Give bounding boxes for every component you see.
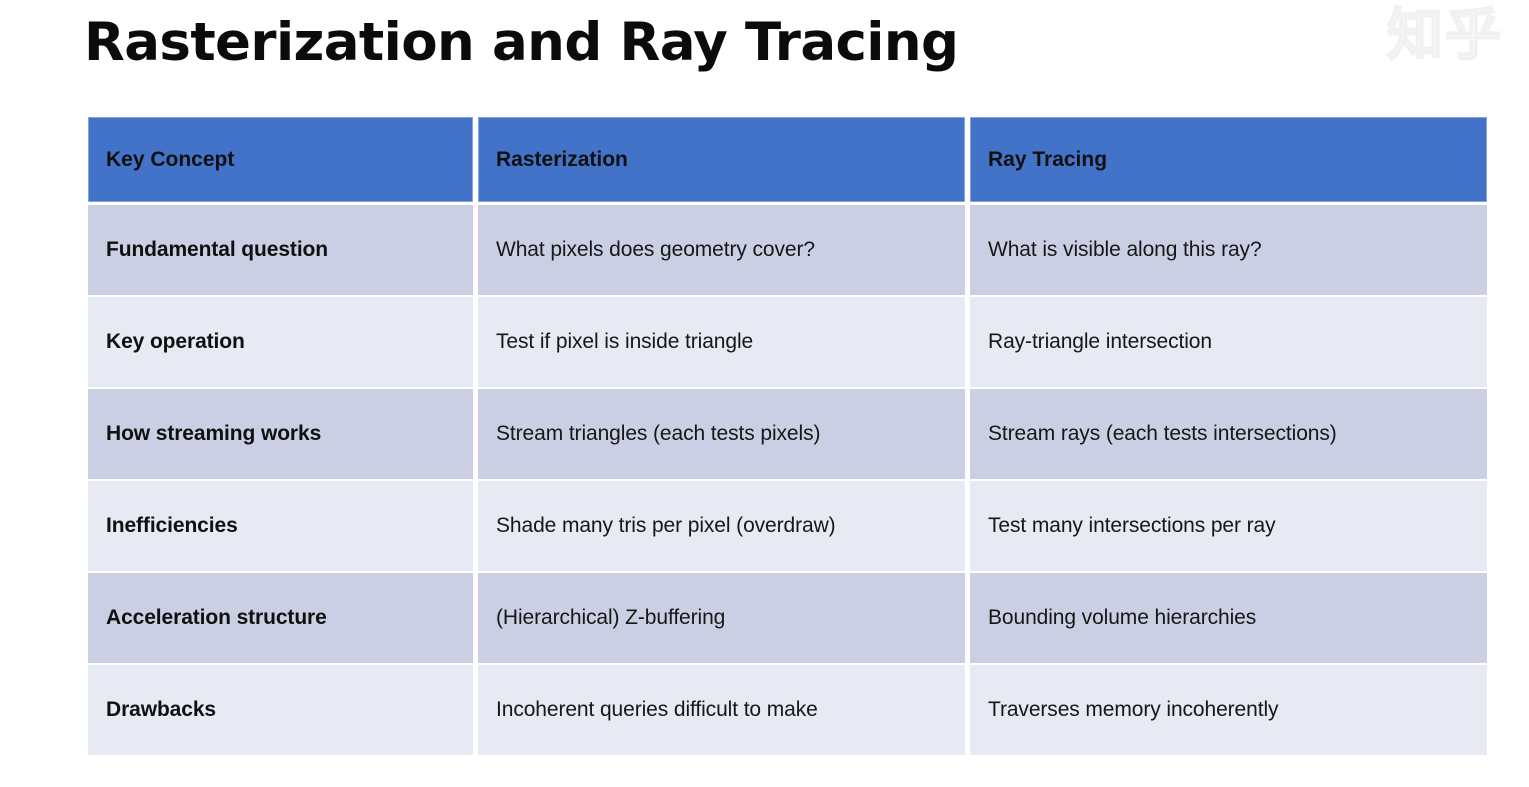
table-row: Acceleration structure (Hierarchical) Z-… xyxy=(88,573,1487,665)
comparison-table: Key Concept Rasterization Ray Tracing Fu… xyxy=(88,117,1487,757)
page-title: Rasterization and Ray Tracing xyxy=(84,12,959,73)
cell-key-concept: Fundamental question xyxy=(88,205,478,297)
cell-ray-tracing: Traverses memory incoherently xyxy=(970,665,1487,757)
cell-rasterization: Shade many tris per pixel (overdraw) xyxy=(478,481,970,573)
cell-ray-tracing: Stream rays (each tests intersections) xyxy=(970,389,1487,481)
cell-rasterization: Stream triangles (each tests pixels) xyxy=(478,389,970,481)
column-header-ray-tracing: Ray Tracing xyxy=(970,117,1487,205)
table-row: Inefficiencies Shade many tris per pixel… xyxy=(88,481,1487,573)
cell-key-concept: How streaming works xyxy=(88,389,478,481)
cell-rasterization: Test if pixel is inside triangle xyxy=(478,297,970,389)
zhihu-watermark: 知乎 xyxy=(1386,3,1503,68)
cell-key-concept: Drawbacks xyxy=(88,665,478,757)
table-body: Fundamental question What pixels does ge… xyxy=(88,205,1487,757)
cell-ray-tracing: Ray-triangle intersection xyxy=(970,297,1487,389)
table-header: Key Concept Rasterization Ray Tracing xyxy=(88,117,1487,205)
table-row: Fundamental question What pixels does ge… xyxy=(88,205,1487,297)
cell-rasterization: What pixels does geometry cover? xyxy=(478,205,970,297)
cell-rasterization: Incoherent queries difficult to make xyxy=(478,665,970,757)
cell-key-concept: Key operation xyxy=(88,297,478,389)
table-header-row: Key Concept Rasterization Ray Tracing xyxy=(88,117,1487,205)
cell-rasterization: (Hierarchical) Z-buffering xyxy=(478,573,970,665)
cell-ray-tracing: Test many intersections per ray xyxy=(970,481,1487,573)
column-header-key-concept: Key Concept xyxy=(88,117,478,205)
table-row: Drawbacks Incoherent queries difficult t… xyxy=(88,665,1487,757)
cell-ray-tracing: Bounding volume hierarchies xyxy=(970,573,1487,665)
cell-key-concept: Acceleration structure xyxy=(88,573,478,665)
table-row: Key operation Test if pixel is inside tr… xyxy=(88,297,1487,389)
cell-ray-tracing: What is visible along this ray? xyxy=(970,205,1487,297)
cell-key-concept: Inefficiencies xyxy=(88,481,478,573)
table-row: How streaming works Stream triangles (ea… xyxy=(88,389,1487,481)
column-header-rasterization: Rasterization xyxy=(478,117,970,205)
